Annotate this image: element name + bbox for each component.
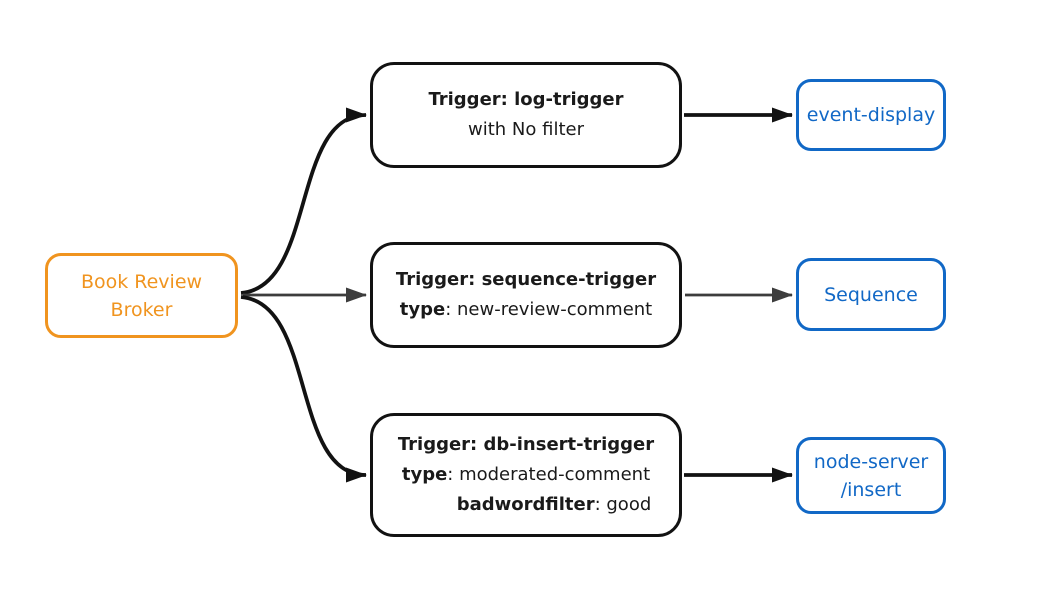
broker-label-line1: Book Review: [80, 270, 203, 293]
trigger-filter-attr2: badwordfilter: good: [457, 490, 652, 520]
trigger-title: Trigger: db-insert-trigger: [397, 434, 655, 455]
sink-label: event-display: [806, 104, 936, 126]
sink-node-sequence: Sequence: [796, 258, 946, 331]
attr-key: type: [399, 299, 446, 320]
trigger-node-db-insert-trigger: Trigger: db-insert-trigger type: moderat…: [370, 413, 682, 537]
sink-label: Sequence: [824, 283, 918, 306]
trigger-filter-attr: type: new-review-comment: [400, 295, 652, 325]
sink-label-line2: /insert: [840, 478, 902, 501]
edge-broker-to-log-trigger: [240, 107, 367, 295]
sink-node-node-server-insert: node-server /insert: [796, 437, 946, 514]
broker-node: Book Review Broker: [45, 253, 238, 338]
edge-broker-to-db-insert-trigger: [240, 295, 367, 483]
attr-value: : moderated-comment: [447, 464, 651, 485]
attr-key: badwordfilter: [456, 494, 595, 515]
attr-key: type: [401, 464, 448, 485]
attr-value: : new-review-comment: [445, 299, 653, 320]
trigger-filter-text: with No filter: [468, 119, 584, 140]
trigger-node-log-trigger: Trigger: log-trigger with No filter: [370, 62, 682, 168]
sink-label-line1: node-server: [813, 450, 929, 473]
trigger-title: Trigger: log-trigger: [428, 89, 624, 110]
sink-node-event-display: event-display: [796, 79, 946, 151]
broker-label-line2: Broker: [110, 298, 173, 321]
attr-value: : good: [594, 494, 652, 515]
trigger-node-sequence-trigger: Trigger: sequence-trigger type: new-revi…: [370, 242, 682, 348]
trigger-title: Trigger: sequence-trigger: [395, 269, 657, 290]
trigger-filter-attr: type: moderated-comment: [402, 460, 650, 490]
